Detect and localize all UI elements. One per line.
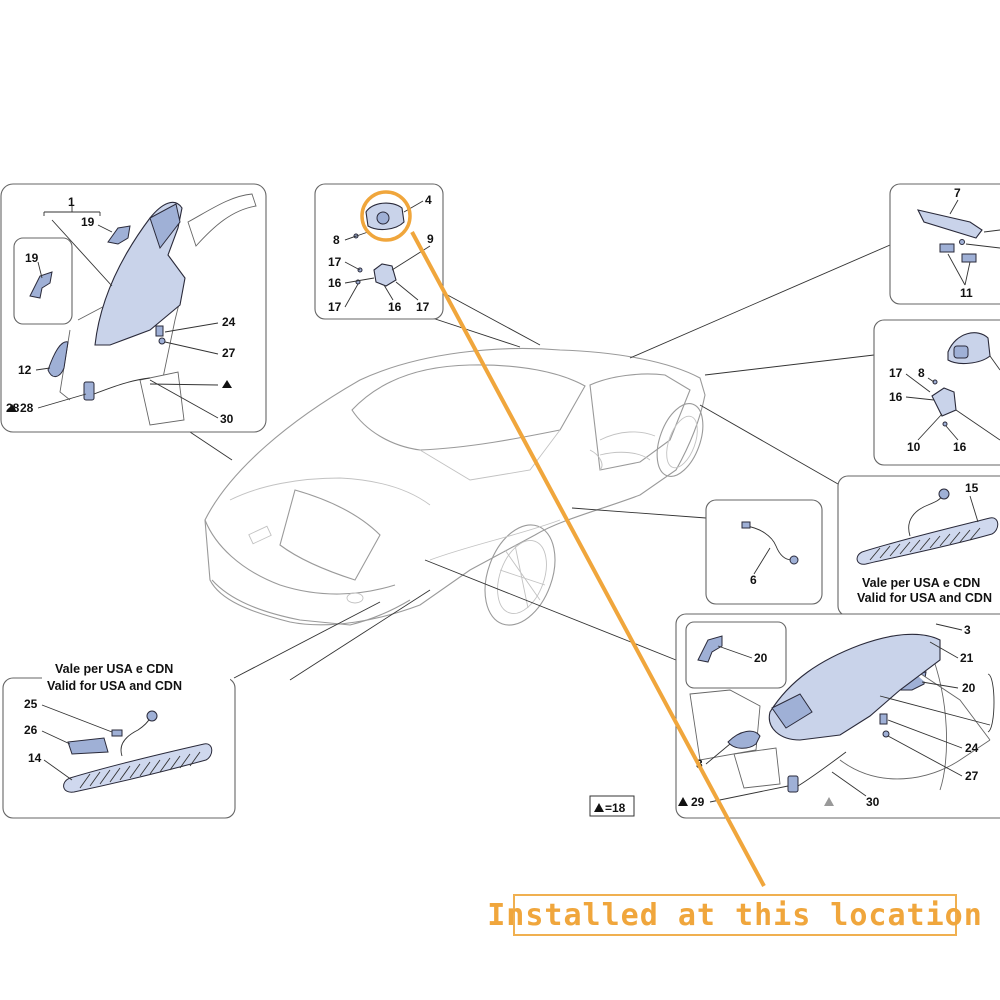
- gasket-part: [67, 737, 109, 755]
- callout-4: 4: [425, 193, 432, 207]
- triangle-marker: [7, 404, 17, 412]
- callout-6: 6: [750, 573, 757, 587]
- callout-16: 16: [388, 300, 402, 314]
- installation-note: Installed at this location: [487, 894, 982, 936]
- callout-17: 17: [328, 255, 342, 269]
- installation-highlight: [360, 190, 766, 887]
- trim-strip-part: [916, 209, 983, 239]
- caption-usa-it: Vale per USA e CDN: [862, 576, 980, 590]
- legend-text: =18: [605, 801, 626, 815]
- callout-20: 20: [754, 651, 768, 665]
- callout-10: 10: [907, 440, 921, 454]
- installation-note-text: Installed at this location: [487, 897, 983, 933]
- caption-usa-en: Valid for USA and CDN: [857, 591, 992, 605]
- callout-28: 28: [20, 401, 34, 415]
- callout-1: 1: [68, 195, 75, 209]
- caption-usa-en: Valid for USA and CDN: [47, 679, 182, 693]
- highlight-circle: [360, 190, 412, 242]
- callout-27: 27: [965, 769, 979, 783]
- callout-27: 27: [222, 346, 236, 360]
- bracket-part: [29, 271, 53, 299]
- callout-24: 24: [222, 315, 236, 329]
- callout-16: 16: [889, 390, 903, 404]
- callout-8: 8: [333, 233, 340, 247]
- triangle-marker: [222, 380, 232, 388]
- panel-right-strip: 7 11: [889, 183, 1000, 305]
- callout-12: 12: [18, 363, 32, 377]
- bracket-part: [107, 225, 131, 245]
- panel-left-headlight: 1 19 19 24 27 12 28 28 30: [0, 183, 267, 433]
- panel-right-lamp: 17 8 16 10 16: [873, 319, 1000, 466]
- callout-3: 3: [964, 623, 971, 637]
- headlamp-right: [768, 633, 941, 741]
- triangle-marker: [594, 803, 604, 812]
- callout-14: 14: [28, 751, 42, 765]
- callout-16: 16: [328, 276, 342, 290]
- callout-26: 26: [24, 723, 38, 737]
- panel-left-marker-usa: Vale per USA e CDN Valid for USA and CDN…: [2, 662, 236, 819]
- callout-17: 17: [328, 300, 342, 314]
- side-marker-part: [63, 743, 213, 793]
- callout-19: 19: [25, 251, 39, 265]
- callout-19: 19: [81, 215, 95, 229]
- callout-21: 21: [960, 651, 974, 665]
- car-outline: [204, 347, 706, 626]
- legend: =18: [589, 795, 635, 817]
- panel-right-headlight: 3 21 20 20 24 27 3 29 30: [675, 613, 1000, 819]
- triangle-marker: [824, 797, 834, 806]
- leader-lines: [189, 244, 891, 681]
- callout-25: 25: [24, 697, 38, 711]
- callout-15: 15: [965, 481, 979, 495]
- panel-harness: 6: [705, 499, 823, 605]
- callout-7: 7: [954, 186, 961, 200]
- callout-20: 20: [962, 681, 976, 695]
- panel-right-marker-usa: 15 Vale per USA e CDN Valid for USA and …: [837, 475, 1000, 617]
- callout-8: 8: [918, 366, 925, 380]
- highlight-pointer: [410, 231, 766, 887]
- callout-30: 30: [220, 412, 234, 426]
- callout-9: 9: [427, 232, 434, 246]
- bracket-part: [697, 635, 723, 663]
- callout-17: 17: [416, 300, 430, 314]
- triangle-marker: [678, 797, 688, 806]
- callout-24: 24: [965, 741, 979, 755]
- callout-30: 30: [866, 795, 880, 809]
- callout-11: 11: [960, 286, 973, 300]
- callout-29: 29: [691, 795, 705, 809]
- callout-16: 16: [953, 440, 967, 454]
- callout-17: 17: [889, 366, 903, 380]
- caption-usa-it: Vale per USA e CDN: [55, 662, 173, 676]
